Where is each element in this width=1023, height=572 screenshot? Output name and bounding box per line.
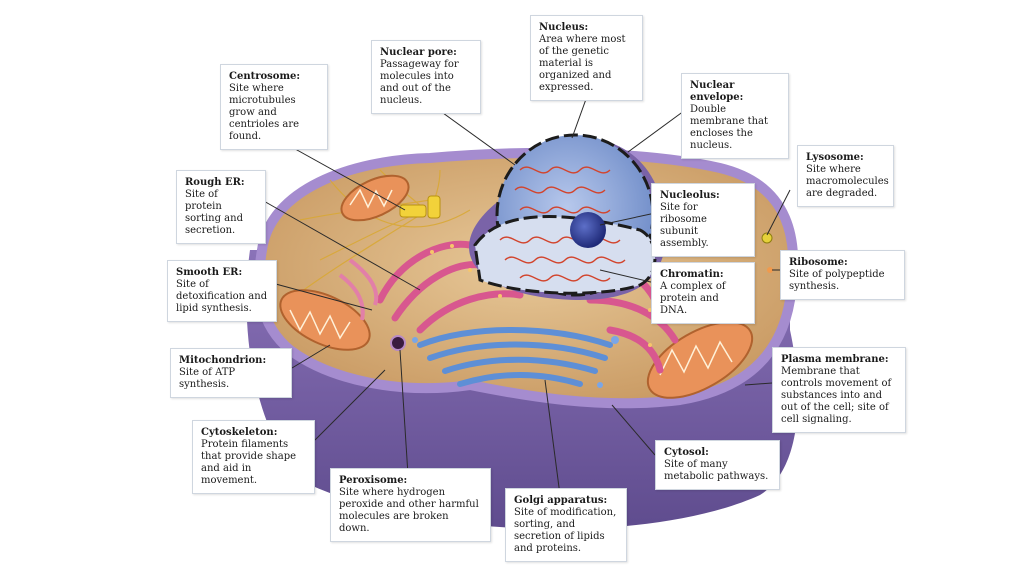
label-nuclear-pore-desc: Passageway for molecules into and out of… [380,59,459,106]
smooth-er [338,258,379,321]
label-plasma-membrane-title: Plasma membrane: [781,354,889,365]
golgi-vesicles [412,336,619,388]
label-rough-er-desc: Site of protein sorting and secretion. [185,189,243,236]
label-centrosome-title: Centrosome: [229,71,301,82]
label-cytosol: Cytosol: Site of many metabolic pathways… [655,440,780,490]
nucleolus-shape [570,212,606,248]
mitochondrion-top [340,174,410,222]
mitochondrion-left [279,289,371,351]
label-rough-er: Rough ER: Site of protein sorting and se… [176,170,266,244]
label-peroxisome-title: Peroxisome: [339,475,408,486]
label-smooth-er-desc: Site of detoxification and lipid synthes… [176,279,268,314]
label-golgi-apparatus-desc: Site of modification, sorting, and secre… [514,507,617,554]
label-nuclear-envelope-desc: Double membrane that encloses the nucleu… [690,104,769,151]
label-ribosome: Ribosome: Site of polypeptide synthesis. [780,250,905,300]
label-lysosome-title: Lysosome: [806,152,864,163]
label-nucleus-desc: Area where most of the genetic material … [539,34,626,93]
lysosome-shape [761,232,773,244]
label-plasma-membrane-desc: Membrane that controls movement of subst… [781,366,892,425]
label-rough-er-title: Rough ER: [185,177,245,188]
label-chromatin-desc: A complex of protein and DNA. [660,281,726,316]
ribosome-shape [767,267,773,273]
label-chromatin-title: Chromatin: [660,269,724,280]
label-lysosome-desc: Site where macromolecules are degraded. [806,164,889,199]
label-centrosome-desc: Site where microtubules grow and centrio… [229,83,300,142]
label-peroxisome: Peroxisome: Site where hydrogen peroxide… [330,468,491,542]
label-centrosome: Centrosome: Site where microtubules grow… [220,64,328,150]
peroxisome-shape [390,335,406,351]
nucleus [469,133,666,300]
label-nucleolus-title: Nucleolus: [660,190,720,201]
label-nucleus-title: Nucleus: [539,22,589,33]
label-nucleolus-desc: Site for ribosome subunit assembly. [660,202,709,249]
label-chromatin: Chromatin: A complex of protein and DNA. [651,262,755,324]
centrosome-centrioles [399,195,441,219]
label-mitochondrion: Mitochondrion: Site of ATP synthesis. [170,348,292,398]
label-cytosol-desc: Site of many metabolic pathways. [664,459,769,482]
label-nuclear-envelope: Nuclear envelope: Double membrane that e… [681,73,789,159]
label-mitochondrion-title: Mitochondrion: [179,355,267,366]
label-cytosol-title: Cytosol: [664,447,709,458]
label-lysosome: Lysosome: Site where macromolecules are … [797,145,894,207]
label-ribosome-desc: Site of polypeptide synthesis. [789,269,885,292]
label-golgi-apparatus: Golgi apparatus: Site of modification, s… [505,488,627,562]
label-nuclear-envelope-title: Nuclear envelope: [690,80,744,103]
label-smooth-er-title: Smooth ER: [176,267,243,278]
mitochondrion-right [646,321,754,399]
label-mitochondrion-desc: Site of ATP synthesis. [179,367,236,390]
label-cytoskeleton: Cytoskeleton: Protein filaments that pro… [192,420,315,494]
golgi-apparatus [417,327,613,387]
label-ribosome-title: Ribosome: [789,257,848,268]
label-nucleolus: Nucleolus: Site for ribosome subunit ass… [651,183,755,257]
label-golgi-apparatus-title: Golgi apparatus: [514,495,608,506]
label-nuclear-pore-title: Nuclear pore: [380,47,457,58]
label-plasma-membrane: Plasma membrane: Membrane that controls … [772,347,906,433]
label-cytoskeleton-title: Cytoskeleton: [201,427,278,438]
label-nuclear-pore: Nuclear pore: Passageway for molecules i… [371,40,481,114]
label-nucleus: Nucleus: Area where most of the genetic … [530,15,643,101]
label-smooth-er: Smooth ER: Site of detoxification and li… [167,260,277,322]
label-cytoskeleton-desc: Protein filaments that provide shape and… [201,439,297,486]
label-peroxisome-desc: Site where hydrogen peroxide and other h… [339,487,479,534]
